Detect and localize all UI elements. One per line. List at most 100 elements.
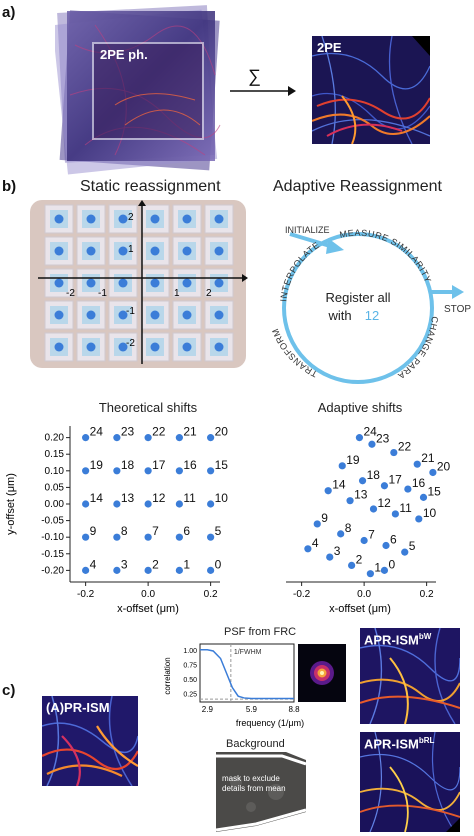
shift-point [113, 434, 121, 442]
shift-point-label: 5 [409, 539, 416, 553]
shift-point-label: 11 [399, 501, 412, 515]
measure-label: MEASURE SIMILARITY [339, 228, 434, 285]
panel-b-label: b) [2, 178, 17, 195]
frc-curve [200, 649, 294, 700]
grid-dot [86, 214, 96, 224]
grid-dot [182, 214, 192, 224]
shift-point-label: 23 [376, 431, 390, 445]
sum-arrow [230, 86, 296, 96]
grid-dot [54, 342, 64, 352]
y-tick-label: 0.20 [45, 433, 65, 444]
shift-point-label: 20 [437, 459, 451, 473]
shift-point-label: 14 [332, 478, 346, 492]
interpolate-measure-label: INTERPOLATE [278, 240, 321, 302]
shift-point [380, 482, 389, 490]
static-ytick: -2 [126, 338, 135, 349]
static-grid: -2 -1 1 2 2 1 -1 -2 [30, 200, 248, 368]
grid-dot [86, 310, 96, 320]
static-title: Static reassignment [80, 178, 221, 195]
shift-point-label: 22 [152, 425, 166, 439]
grid-cell [76, 300, 106, 330]
shift-point-label: 0 [215, 557, 222, 571]
x-tick-label: -0.2 [77, 589, 95, 600]
shift-point-label: 9 [321, 511, 328, 525]
frc-x-tick-label: 8.8 [288, 705, 300, 714]
frc-xlabel: frequency (1/μm) [236, 718, 304, 728]
shift-point [144, 500, 152, 508]
grid-dot [182, 310, 192, 320]
output-bw-label: APR-ISMbW [364, 632, 432, 648]
shift-point-label: 0 [388, 557, 395, 571]
shift-point [144, 566, 152, 574]
shift-point [358, 477, 367, 485]
adaptive-title: Adaptive Reassignment [273, 178, 442, 195]
shift-point [82, 533, 90, 541]
shift-point [175, 533, 183, 541]
frc-y-tick-label: 0.75 [183, 662, 197, 669]
shift-point-label: 12 [152, 491, 166, 505]
cycle-center-with: with [327, 308, 351, 323]
stop-label: STOP [444, 304, 471, 315]
shift-point-label: 13 [354, 488, 368, 502]
frc-y-tick-label: 1.00 [183, 648, 197, 655]
shift-point [82, 467, 90, 475]
shift-point-label: 2 [356, 552, 363, 566]
transform-label: TRANSFORM [270, 327, 319, 379]
shift-point-label: 8 [345, 521, 352, 535]
change-label: CHANGE PARAMETERS [248, 196, 440, 381]
shift-point-label: 15 [428, 484, 442, 498]
initialize-label: INITIALIZE [285, 225, 330, 235]
cycle-center-number: 12 [365, 308, 379, 323]
shift-point [82, 500, 90, 508]
shift-point-label: 4 [90, 557, 97, 571]
sum-operator: ∑ [248, 66, 261, 86]
grid-dot [182, 246, 192, 256]
shift-point [313, 520, 321, 528]
shift-point [207, 500, 215, 508]
stack-image [55, 5, 221, 175]
shift-point-label: 19 [346, 453, 360, 467]
shift-point-label: 17 [152, 458, 166, 472]
shift-point-label: 23 [121, 425, 135, 439]
shift-point [207, 434, 215, 442]
shift-point-label: 6 [183, 524, 190, 538]
grid-dot [118, 310, 128, 320]
shift-point-label: 10 [215, 491, 229, 505]
grid-dot [214, 214, 224, 224]
shift-point-label: 24 [363, 425, 377, 439]
theoretical-ylabel: y-offset (μm) [5, 473, 17, 535]
shift-point-label: 10 [423, 506, 437, 520]
shift-point [391, 510, 399, 518]
grid-cell [172, 332, 202, 362]
shift-point-label: 4 [312, 536, 319, 550]
background-image: mask to exclude details from mean [216, 752, 306, 832]
shift-point [144, 533, 152, 541]
shift-point [348, 561, 356, 570]
shift-point-label: 8 [121, 524, 128, 538]
result-label: 2PE [317, 40, 342, 55]
y-tick-label: 0.05 [45, 482, 65, 493]
shift-point-label: 1 [374, 561, 381, 575]
shift-point-label: 7 [152, 524, 159, 538]
static-ytick: 2 [128, 212, 134, 223]
grid-dot [86, 246, 96, 256]
shift-point-label: 19 [90, 458, 104, 472]
shift-point-label: 2 [152, 557, 159, 571]
shift-point [144, 434, 152, 442]
grid-dot [86, 278, 96, 288]
shift-point [207, 467, 215, 475]
grid-cell [140, 236, 170, 266]
input-label: (A)PR-ISM [46, 700, 110, 715]
background-title: Background [226, 738, 285, 750]
adaptive-cycle: INITIALIZE INTERPOLATE MEASURE SIMILARIT… [248, 196, 471, 384]
static-ytick: -1 [126, 306, 135, 317]
shift-point [144, 467, 152, 475]
grid-dot [214, 342, 224, 352]
shift-point-label: 9 [90, 524, 97, 538]
frc-title: PSF from FRC [224, 626, 297, 638]
grid-cell [44, 236, 74, 266]
grid-dot [86, 342, 96, 352]
